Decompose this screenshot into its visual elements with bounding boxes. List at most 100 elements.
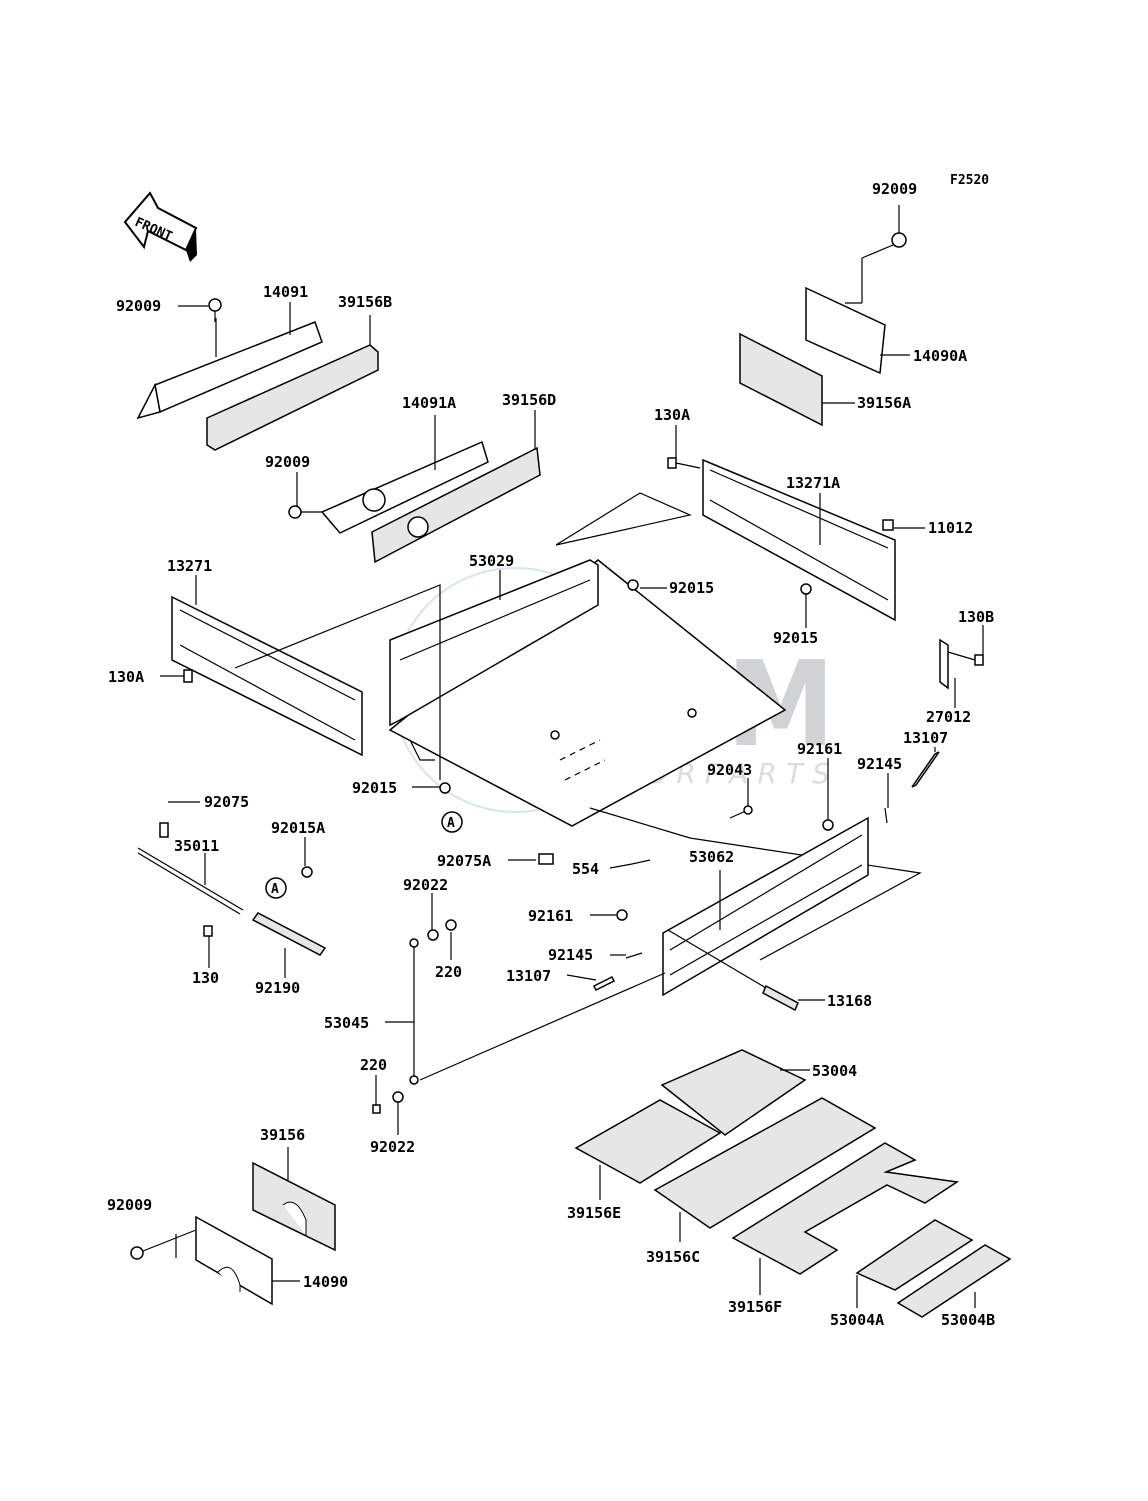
part-label: 220 (435, 963, 462, 981)
part-label: 92009 (872, 180, 917, 198)
part-label: 92009 (107, 1196, 152, 1214)
pad-39156 (252, 1161, 336, 1252)
bolt-92009-a (178, 298, 222, 322)
part-label: 14091A (402, 394, 456, 412)
callout-a-rod: A (265, 877, 287, 899)
part-label: 14090A (913, 347, 967, 365)
side-panel-13271 (171, 595, 363, 757)
pad-39156A (739, 332, 823, 427)
mat-53004B (896, 1244, 1012, 1318)
part-label: 92161 (528, 907, 573, 925)
part-label: 92190 (255, 979, 300, 997)
pin-13107-upper (911, 751, 940, 788)
part-label: 27012 (926, 708, 971, 726)
part-label: 92015 (773, 629, 818, 647)
callout-a-main: A (441, 811, 463, 833)
hinge-92161-lower (616, 909, 628, 921)
part-labels: 92009 14091 39156B 14091A 39156D 92009 1… (107, 180, 995, 1329)
part-label: 92009 (265, 453, 310, 471)
part-label: 554 (572, 860, 599, 878)
part-label: 53045 (324, 1014, 369, 1032)
latch-13168 (667, 929, 799, 1012)
pad-39156D (371, 446, 541, 564)
diagram-code: F2520 (950, 173, 989, 188)
part-label: 39156E (567, 1204, 621, 1222)
cover-14090 (175, 1215, 273, 1306)
spring-92145-upper (884, 807, 888, 824)
rod-35011 (137, 822, 244, 915)
bolt-130A-left (160, 669, 193, 683)
tailgate-53062 (662, 816, 869, 997)
part-label: 14091 (263, 283, 308, 301)
front-arrow-icon: FRONT (123, 191, 198, 262)
part-label: 92015 (669, 579, 714, 597)
part-label: 53004 (812, 1062, 857, 1080)
strap-53045 (372, 919, 666, 1114)
cover-14091A (320, 440, 489, 534)
part-label: 130A (654, 406, 690, 424)
part-label: 39156A (857, 394, 911, 412)
cap-92075A (538, 853, 554, 865)
part-label: 53062 (689, 848, 734, 866)
pin-13107-lower (592, 975, 616, 992)
side-panel-13271A (702, 458, 896, 622)
mat-53004 (660, 1049, 807, 1136)
part-label: 13271 (167, 557, 212, 575)
callout-a-rod-letter: A (271, 882, 279, 897)
bolt-92009-b (288, 505, 322, 519)
part-label: 53029 (469, 552, 514, 570)
mat-39156E (574, 1099, 722, 1184)
part-label: 11012 (928, 519, 973, 537)
part-label: 130A (108, 668, 144, 686)
part-label: 92145 (857, 755, 902, 773)
part-label: 92075A (437, 852, 491, 870)
nut-92015A (301, 866, 313, 878)
clip-554 (631, 859, 651, 865)
mat-39156C (653, 1097, 877, 1229)
part-label: 35011 (174, 837, 219, 855)
part-label: 220 (360, 1056, 387, 1074)
part-label: 92043 (707, 761, 752, 779)
part-label: 39156F (728, 1298, 782, 1316)
part-label: 13107 (903, 729, 948, 747)
part-label: 92009 (116, 297, 161, 315)
part-label: 39156C (646, 1248, 700, 1266)
part-label: 13168 (827, 992, 872, 1010)
cover-14090A (805, 258, 886, 375)
part-label: 92161 (797, 740, 842, 758)
nut-92015-left (439, 782, 451, 794)
part-label: 14090 (303, 1273, 348, 1291)
spring-92145-lower (625, 952, 643, 959)
bracket-27012 (939, 638, 984, 690)
pin-92043 (729, 805, 753, 819)
part-label: 130B (958, 608, 994, 626)
bolt-92009-c (861, 205, 907, 259)
part-label: 92015 (352, 779, 397, 797)
cover-14091 (136, 318, 323, 420)
part-label: 92015A (271, 819, 325, 837)
part-label: 92075 (204, 793, 249, 811)
part-label: 39156D (502, 391, 556, 409)
hinge-92161-upper (822, 819, 834, 831)
bolt-130 (203, 925, 213, 937)
nut-92015-mid (627, 579, 639, 591)
part-label: 53004B (941, 1311, 995, 1329)
part-label: 13107 (506, 967, 551, 985)
part-label: 92022 (403, 876, 448, 894)
cargo-bed-53029 (388, 559, 787, 827)
part-label: 92022 (370, 1138, 415, 1156)
rod-92190 (251, 912, 327, 956)
nut-92015-right (800, 583, 812, 595)
bolt-130A-top (667, 457, 701, 469)
part-label: 13271A (786, 474, 840, 492)
bolt-92009-d (130, 1229, 197, 1260)
mat-39156F (731, 1142, 960, 1275)
callout-a-main-letter: A (447, 816, 455, 831)
part-label: 39156 (260, 1126, 305, 1144)
part-label: 53004A (830, 1311, 884, 1329)
part-label: 130 (192, 969, 219, 987)
part-label: 92145 (548, 946, 593, 964)
mat-53004A (855, 1219, 974, 1291)
leader-lines (168, 302, 984, 1308)
